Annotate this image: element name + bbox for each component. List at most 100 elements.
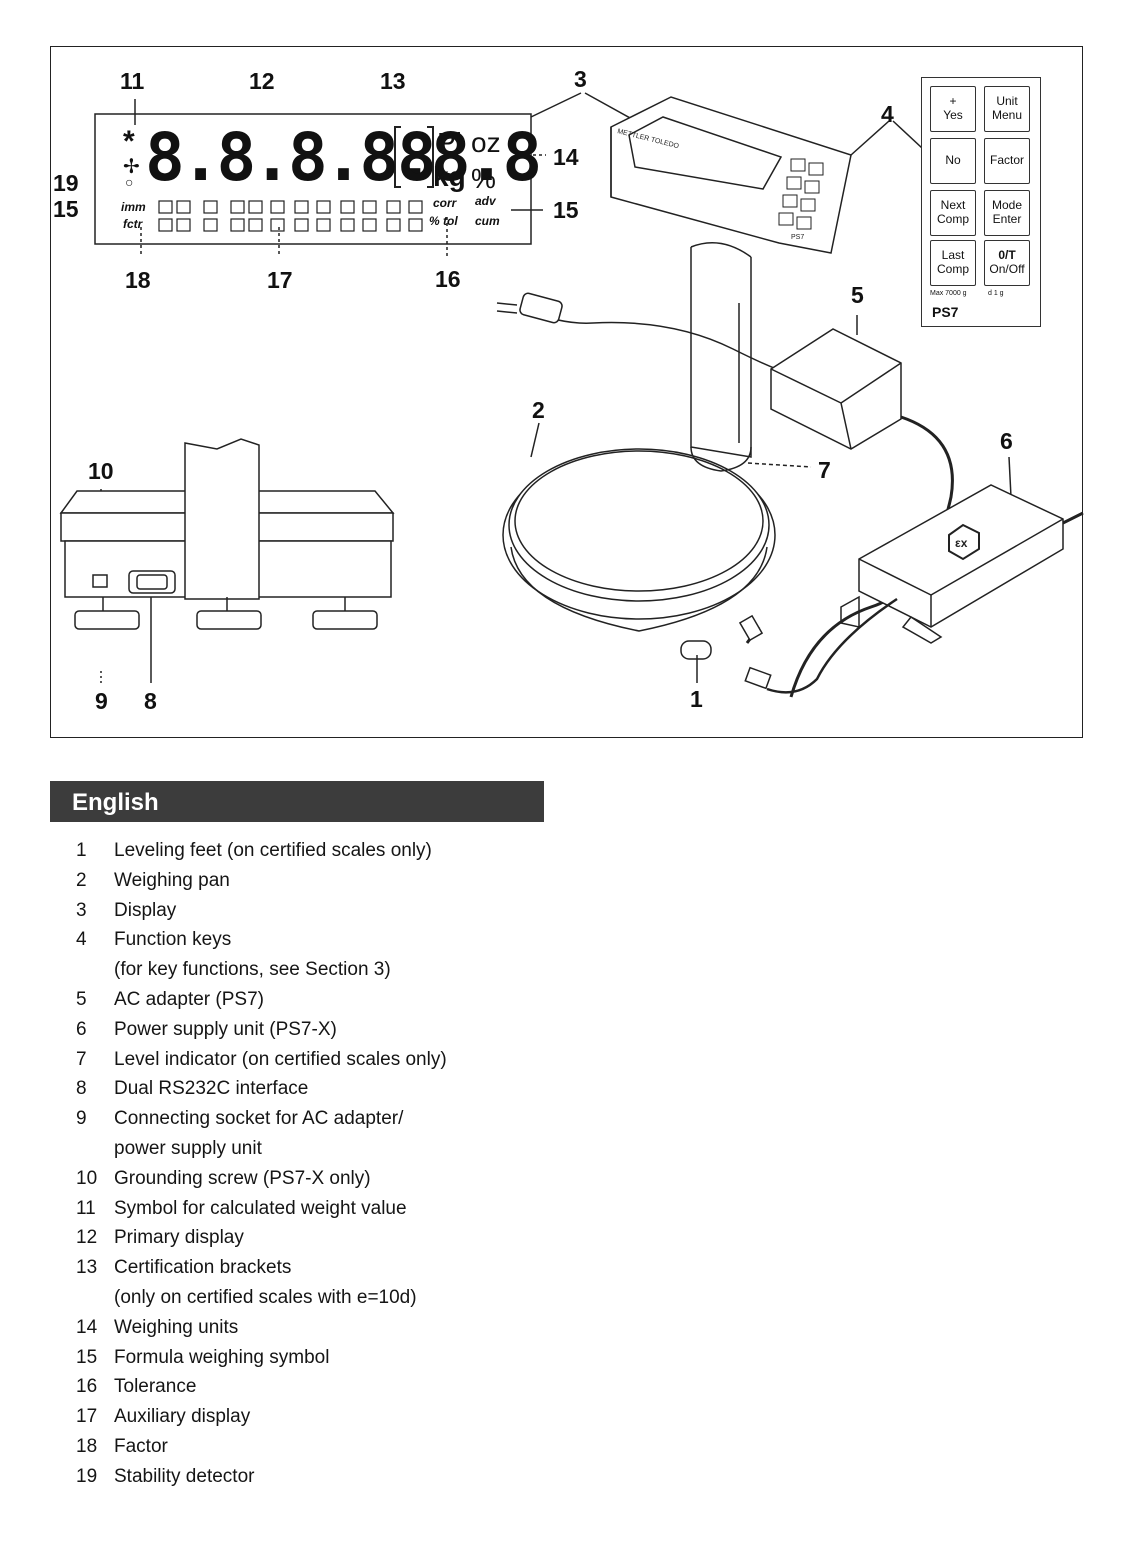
adv-symbol: adv — [475, 194, 496, 208]
legend-item: 18 Factor — [76, 1432, 636, 1462]
legend-number: 5 — [76, 988, 87, 1010]
unit-percent: % — [471, 163, 496, 194]
callout-12: 12 — [249, 68, 275, 94]
stability-detector-icon: ✢ — [123, 156, 140, 178]
callout-1: 1 — [690, 686, 703, 712]
stability-circle-icon: ○ — [125, 174, 134, 190]
key-no[interactable]: No — [930, 138, 976, 184]
tolerance-symbol: % tol — [429, 214, 458, 228]
legend-text: Dual RS232C interface — [114, 1078, 309, 1100]
formula-symbol-imm: imm — [121, 200, 146, 214]
key-yes[interactable]: +Yes — [930, 86, 976, 132]
legend-number: 9 — [76, 1108, 87, 1130]
ex-symbol: εx — [955, 536, 968, 550]
legend-number: 4 — [76, 929, 87, 951]
legend-item: 19 Stability detector — [76, 1462, 636, 1492]
legend-item: 2 Weighing pan — [76, 866, 636, 896]
legend-number: 13 — [76, 1257, 98, 1279]
legend-item: 9 Connecting socket for AC adapter/ — [76, 1104, 636, 1134]
figure-drawing: METTLER TOLEDO PS7 εx — [59, 92, 1084, 698]
lcd-panel — [94, 113, 532, 245]
legend-text: Stability detector — [114, 1465, 255, 1487]
legend-item-continuation: power supply unit — [76, 1134, 636, 1164]
legend-text: Formula weighing symbol — [114, 1346, 330, 1368]
callout-8: 8 — [144, 688, 157, 714]
keypad-model-label: PS7 — [932, 304, 959, 320]
legend-text: Weighing pan — [114, 869, 230, 891]
legend-text: Certification brackets — [114, 1257, 292, 1279]
product-figure: METTLER TOLEDO PS7 εx * ✢ ○ 8.8.8.8.8.8 … — [50, 46, 1084, 738]
legend-text: Primary display — [114, 1227, 244, 1249]
legend-number: 18 — [76, 1435, 98, 1457]
callout-7: 7 — [818, 457, 831, 483]
key-factor[interactable]: Factor — [984, 138, 1030, 184]
callout-3: 3 — [574, 66, 587, 92]
legend-item: 3 Display — [76, 896, 636, 926]
legend-number — [76, 955, 114, 985]
legend-number: 6 — [76, 1018, 87, 1040]
legend-text: (only on certified scales with e=10d) — [114, 1286, 417, 1308]
legend-item: 13 Certification brackets — [76, 1253, 636, 1283]
callout-16: 16 — [435, 266, 461, 292]
legend-text: Factor — [114, 1435, 168, 1457]
cum-symbol: cum — [475, 214, 500, 228]
callout-2: 2 — [532, 397, 545, 423]
legend-item: 14 Weighing units — [76, 1313, 636, 1343]
corr-symbol: corr — [433, 196, 457, 210]
callout-15-right: 15 — [553, 197, 579, 223]
factor-symbol-fctr: fctr — [123, 217, 143, 231]
legend-text: Level indicator (on certified scales onl… — [114, 1048, 447, 1070]
legend-text: Display — [114, 899, 177, 921]
legend-text: Leveling feet (on certified scales only) — [114, 840, 432, 861]
legend-number: 16 — [76, 1376, 98, 1398]
callout-5: 5 — [851, 282, 864, 308]
legend-number: 19 — [76, 1465, 98, 1487]
legend-number: 10 — [76, 1167, 98, 1189]
callout-10: 10 — [88, 458, 114, 484]
capacity-max-label: Max 7000 g — [930, 290, 967, 297]
legend-text: Function keys — [114, 929, 232, 951]
legend-item: 7 Level indicator (on certified scales on… — [76, 1045, 636, 1075]
legend-text: Connecting socket for AC adapter/ — [114, 1108, 404, 1130]
legend-text: (for key functions, see Section 3) — [114, 959, 391, 981]
legend-text: Auxiliary display — [114, 1406, 251, 1428]
legend-text: AC adapter (PS7) — [114, 988, 264, 1010]
legend-text: Grounding screw (PS7-X only) — [114, 1167, 371, 1189]
legend-number: 2 — [76, 869, 87, 891]
legend-text: Weighing units — [114, 1316, 239, 1338]
callout-9: 9 — [95, 688, 108, 714]
callout-19: 19 — [53, 170, 79, 196]
legend-number — [76, 1134, 114, 1164]
capacity-d-label: d 1 g — [988, 290, 1004, 297]
language-title: English — [72, 789, 159, 816]
unit-oz: oz — [471, 127, 501, 158]
legend-item: 5 AC adapter (PS7) — [76, 985, 636, 1015]
primary-display-digits: 8.8.8.8.8.8 — [145, 119, 542, 196]
callout-4: 4 — [881, 101, 894, 127]
language-banner: English — [50, 781, 544, 822]
callout-15-left: 15 — [53, 196, 79, 222]
legend-number: 14 — [76, 1316, 98, 1338]
legend-number: 7 — [76, 1048, 87, 1070]
legend-item-continuation: (only on certified scales with e=10d) — [76, 1283, 636, 1313]
callout-13: 13 — [380, 68, 406, 94]
callout-14: 14 — [553, 144, 579, 170]
legend-text: Power supply unit (PS7-X) — [114, 1018, 337, 1040]
legend-item: 4 Function keys — [76, 925, 636, 955]
legend-number: 3 — [76, 899, 87, 921]
legend-number — [76, 1283, 114, 1313]
